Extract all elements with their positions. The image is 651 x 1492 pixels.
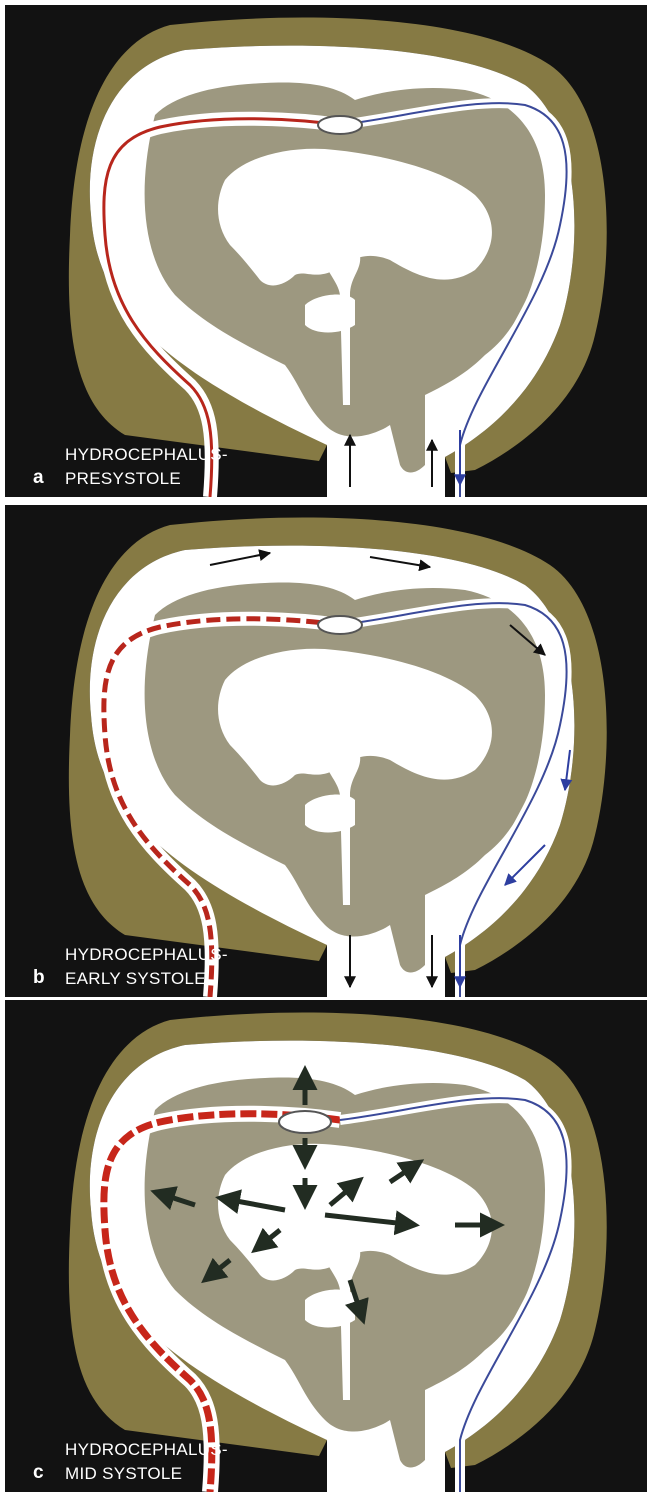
venous-sinus	[318, 116, 362, 134]
panel-letter: b	[33, 967, 45, 989]
caption-line-2: EARLY SYSTOLE	[65, 969, 206, 989]
caption-line-2: PRESYSTOLE	[65, 469, 181, 489]
caption-line-1: HYDROCEPHALUS-	[65, 1440, 228, 1460]
panel-letter: c	[33, 1462, 44, 1484]
caption-line-1: HYDROCEPHALUS-	[65, 445, 228, 465]
caption-line-2: MID SYSTOLE	[65, 1464, 182, 1484]
venous-sinus	[279, 1111, 331, 1133]
panel-c: c HYDROCEPHALUS- MID SYSTOLE	[5, 1000, 647, 1492]
diagram-a	[5, 5, 647, 497]
panel-a: a HYDROCEPHALUS- PRESYSTOLE	[5, 5, 647, 497]
fourth-ventricle	[305, 795, 355, 833]
panel-b: b HYDROCEPHALUS- EARLY SYSTOLE	[5, 505, 647, 997]
caption-line-1: HYDROCEPHALUS-	[65, 945, 228, 965]
panel-letter: a	[33, 467, 44, 489]
fourth-ventricle	[305, 1290, 355, 1328]
diagram-c	[5, 1000, 647, 1492]
fourth-ventricle	[305, 295, 355, 333]
diagram-b	[5, 505, 647, 997]
venous-sinus	[318, 616, 362, 634]
